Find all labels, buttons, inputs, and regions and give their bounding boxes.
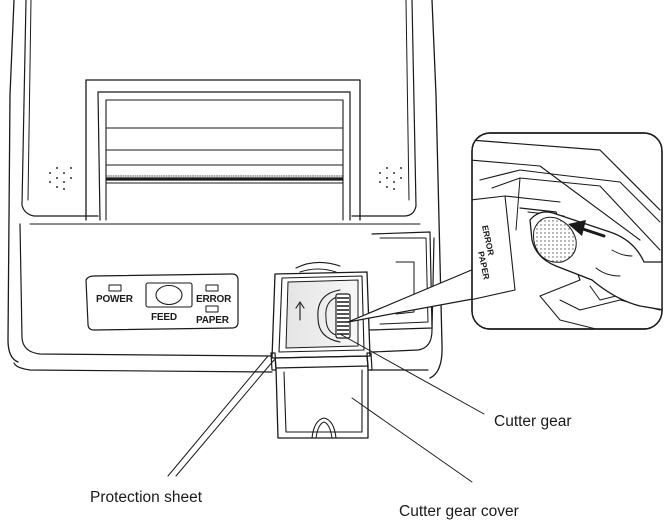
protection-sheet-label: Protection sheet <box>90 489 203 506</box>
cutter-gear-cover[interactable] <box>270 352 373 439</box>
feed-button-frame[interactable] <box>145 282 193 308</box>
up-arrow-icon <box>295 301 305 321</box>
leader-lines <box>167 333 485 483</box>
paper-label: PAPER <box>196 315 230 326</box>
cover-leader <box>351 397 473 483</box>
power-label: POWER <box>96 294 134 305</box>
error-label: ERROR <box>196 294 232 305</box>
cutter-gear-label: Cutter gear <box>494 413 572 430</box>
speaker-right <box>379 167 402 190</box>
paper-led <box>205 305 219 313</box>
inset-magnified-view: ERROR PAPER <box>347 132 663 330</box>
cutter-gear-icon[interactable] <box>335 293 351 339</box>
feed-label: FEED <box>151 312 177 323</box>
cutter-gear-area <box>271 271 371 359</box>
control-panel: POWER FEED ERROR PAPER <box>85 273 239 331</box>
power-led <box>108 284 122 292</box>
error-led <box>205 284 219 292</box>
feed-button[interactable] <box>155 284 183 306</box>
cutter-gear-leader <box>339 333 485 415</box>
speaker-left <box>49 167 72 190</box>
printer-body <box>7 0 443 379</box>
cutter-gear-cover-label: Cutter gear cover <box>399 503 519 520</box>
finger-icon <box>529 211 662 311</box>
protection-sheet-leader <box>167 355 269 477</box>
push-arrow-icon <box>568 220 586 236</box>
